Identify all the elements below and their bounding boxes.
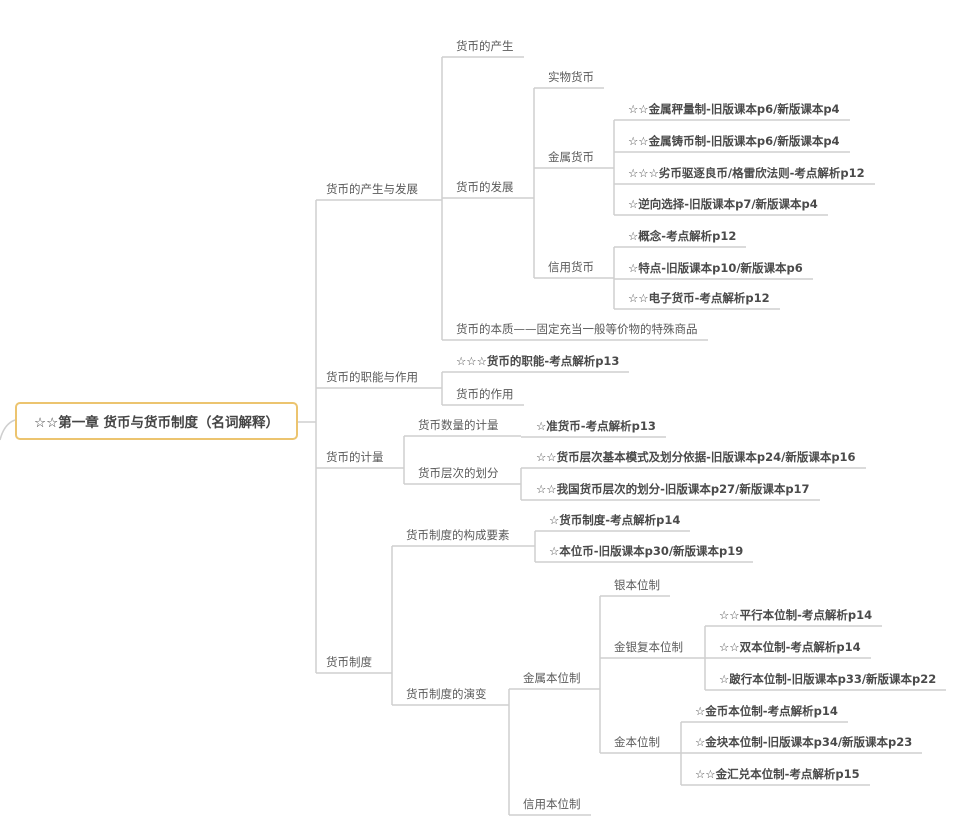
topic-d2121[interactable]: ☆☆平行本位制-考点解析p14 bbox=[719, 608, 873, 622]
topic-a223[interactable]: ☆☆☆劣币驱逐良币/格雷欣法则-考点解析p12 bbox=[628, 166, 865, 180]
topic-d1[interactable]: 货币制度的构成要素 bbox=[406, 528, 510, 542]
topic-c21[interactable]: ☆☆货币层次基本模式及划分依据-旧版课本p24/新版课本p16 bbox=[536, 450, 856, 464]
topic-c22[interactable]: ☆☆我国货币层次的划分-旧版课本p27/新版课本p17 bbox=[536, 482, 810, 496]
topic-a221[interactable]: ☆☆金属秤量制-旧版课本p6/新版课本p4 bbox=[628, 102, 840, 116]
topic-a21[interactable]: 实物货币 bbox=[548, 70, 594, 84]
topic-a224[interactable]: ☆逆向选择-旧版课本p7/新版课本p4 bbox=[628, 197, 818, 211]
topic-c2[interactable]: 货币层次的划分 bbox=[418, 466, 499, 480]
topic-d213[interactable]: 金本位制 bbox=[614, 735, 660, 749]
topic-d2123[interactable]: ☆跛行本位制-旧版课本p33/新版课本p22 bbox=[719, 672, 937, 686]
topic-d12[interactable]: ☆本位币-旧版课本p30/新版课本p19 bbox=[549, 544, 744, 558]
topic-a1[interactable]: 货币的产生 bbox=[456, 39, 514, 53]
topic-d2133[interactable]: ☆☆金汇兑本位制-考点解析p15 bbox=[695, 767, 860, 781]
topic-a[interactable]: 货币的产生与发展 bbox=[326, 182, 418, 196]
topic-d2131[interactable]: ☆金币本位制-考点解析p14 bbox=[695, 704, 838, 718]
topic-d2[interactable]: 货币制度的演变 bbox=[406, 687, 487, 701]
topic-d212[interactable]: 金银复本位制 bbox=[614, 640, 683, 654]
topic-a2[interactable]: 货币的发展 bbox=[456, 180, 514, 194]
topic-d[interactable]: 货币制度 bbox=[326, 655, 372, 669]
topic-a3[interactable]: 货币的本质——固定充当一般等价物的特殊商品 bbox=[456, 322, 698, 336]
topic-a222[interactable]: ☆☆金属铸币制-旧版课本p6/新版课本p4 bbox=[628, 134, 840, 148]
topic-b1[interactable]: ☆☆☆货币的职能-考点解析p13 bbox=[456, 354, 620, 368]
topic-b2[interactable]: 货币的作用 bbox=[456, 387, 514, 401]
topic-a231[interactable]: ☆概念-考点解析p12 bbox=[628, 229, 737, 243]
topic-a232[interactable]: ☆特点-旧版课本p10/新版课本p6 bbox=[628, 261, 803, 275]
topic-c11[interactable]: ☆准货币-考点解析p13 bbox=[536, 419, 656, 433]
root-edge bbox=[0, 419, 16, 441]
topic-d2122[interactable]: ☆☆双本位制-考点解析p14 bbox=[719, 640, 861, 654]
topic-a233[interactable]: ☆☆电子货币-考点解析p12 bbox=[628, 291, 770, 305]
topic-d22[interactable]: 信用本位制 bbox=[523, 797, 581, 811]
root-topic[interactable]: ☆☆第一章 货币与货币制度（名词解释） bbox=[15, 402, 298, 440]
topic-b[interactable]: 货币的职能与作用 bbox=[326, 370, 418, 384]
topic-d11[interactable]: ☆货币制度-考点解析p14 bbox=[549, 513, 681, 527]
topic-a23[interactable]: 信用货币 bbox=[548, 260, 594, 274]
topic-c1[interactable]: 货币数量的计量 bbox=[418, 418, 499, 432]
topic-d211[interactable]: 银本位制 bbox=[614, 578, 660, 592]
topic-d21[interactable]: 金属本位制 bbox=[523, 671, 581, 685]
topic-a22[interactable]: 金属货币 bbox=[548, 150, 594, 164]
topic-d2132[interactable]: ☆金块本位制-旧版课本p34/新版课本p23 bbox=[695, 735, 913, 749]
topic-c[interactable]: 货币的计量 bbox=[326, 450, 384, 464]
